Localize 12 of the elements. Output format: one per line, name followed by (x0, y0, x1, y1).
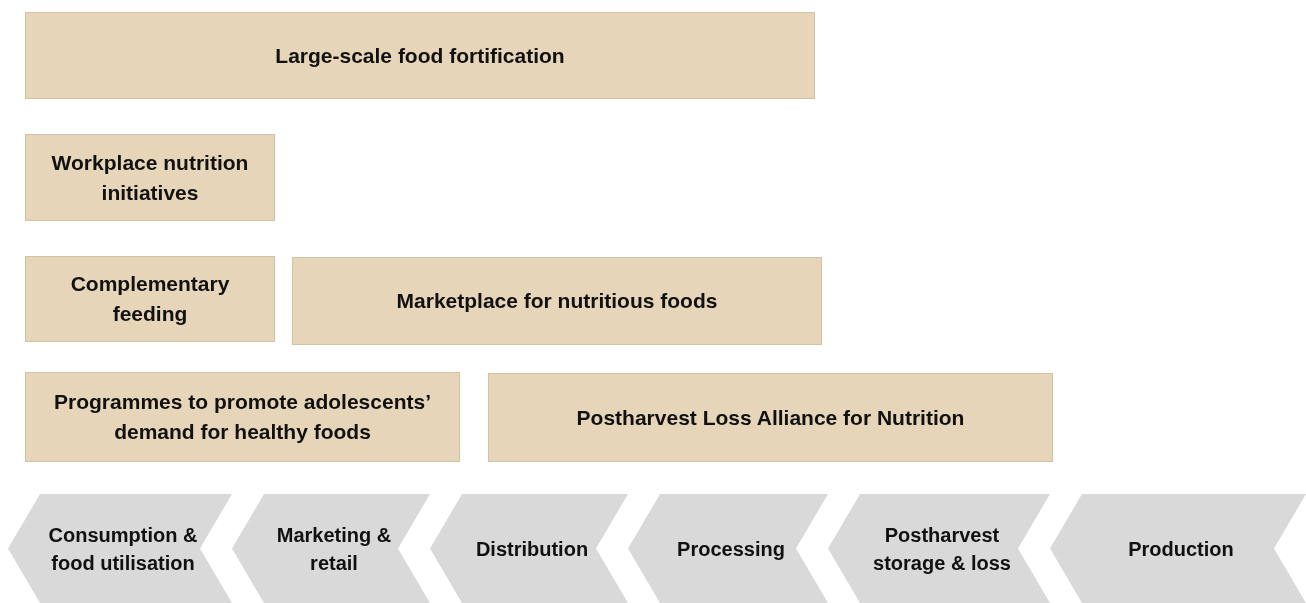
program-bar: Large-scale food fortification (25, 12, 815, 99)
program-bar: Marketplace for nutritious foods (292, 257, 822, 345)
program-bar: Complementary feeding (25, 256, 275, 342)
program-bar: Programmes to promote adolescents’ demand for healthy foods (25, 372, 460, 462)
value-chain-stage: Consumption & food utilisation (8, 494, 232, 603)
value-chain-stage: Distribution (430, 494, 628, 603)
value-chain-stage: Production (1050, 494, 1306, 603)
program-bar: Workplace nutrition initiatives (25, 134, 275, 221)
value-chain-stage: Postharvest storage & loss (828, 494, 1050, 603)
program-bar: Postharvest Loss Alliance for Nutrition (488, 373, 1053, 462)
value-chain-stage: Marketing & retail (232, 494, 430, 603)
value-chain-stage: Processing (628, 494, 828, 603)
